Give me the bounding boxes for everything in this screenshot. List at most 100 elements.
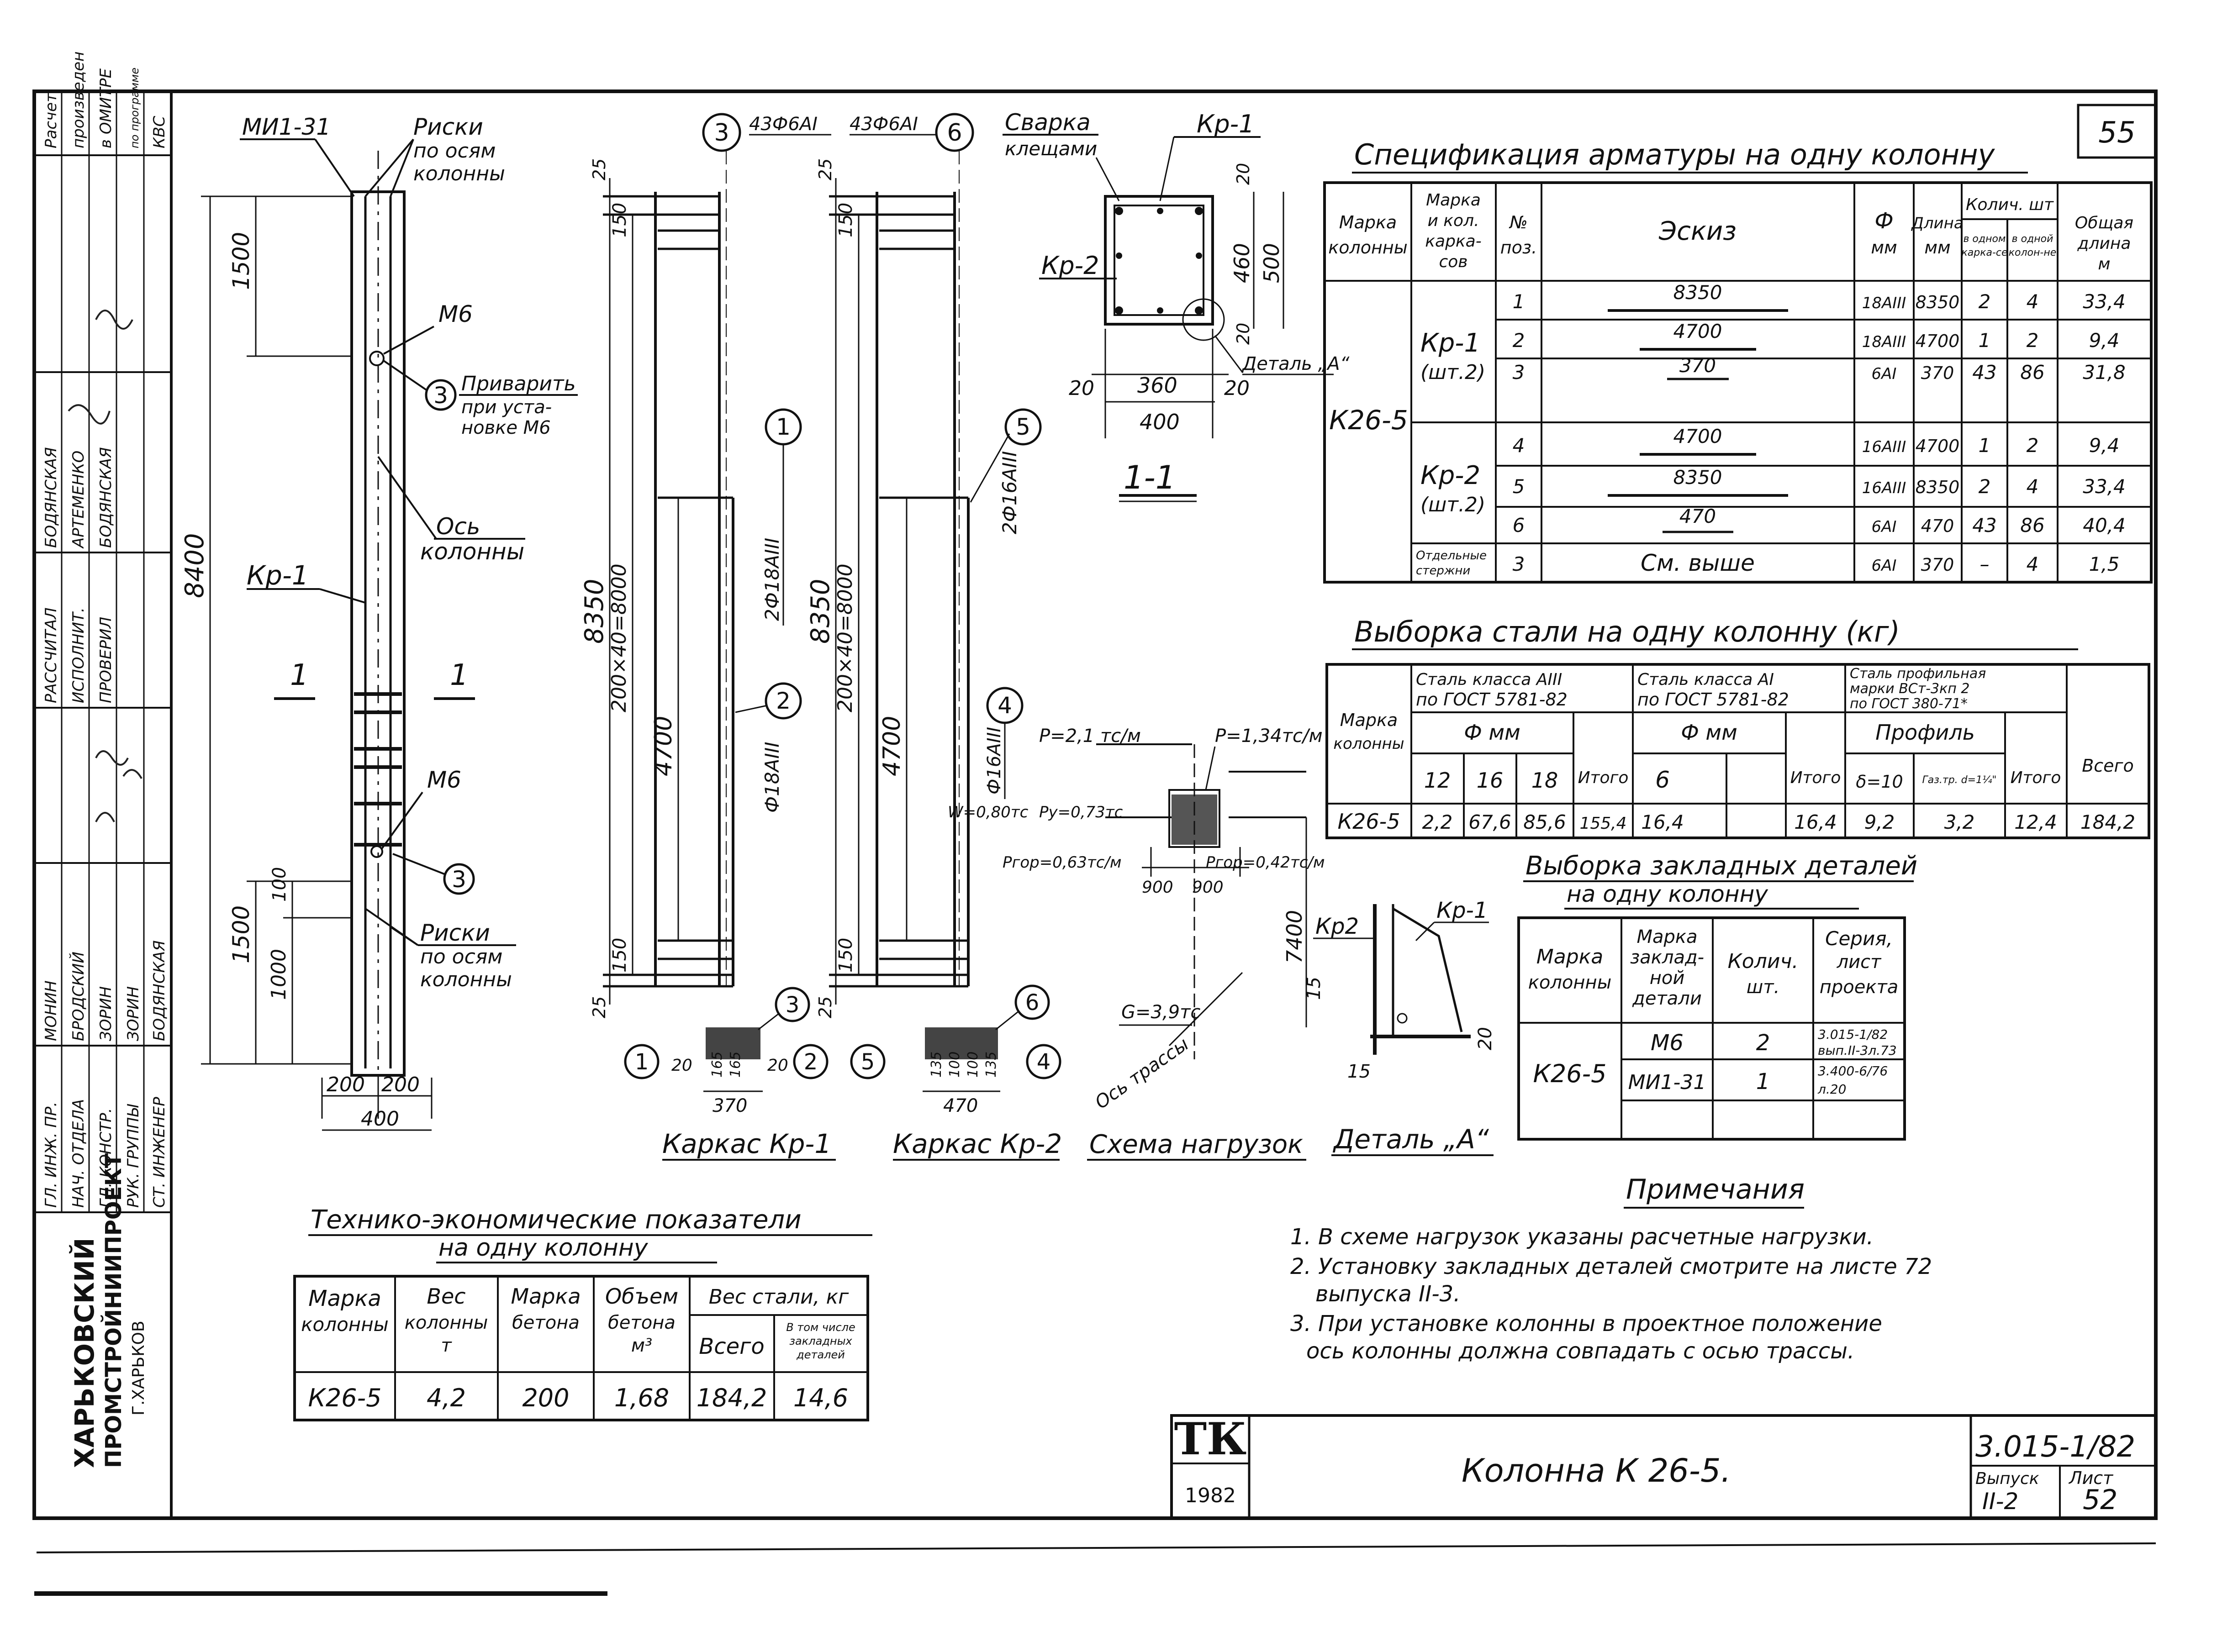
svg-text:Схема нагрузок: Схема нагрузок <box>1089 1130 1303 1159</box>
tk-logo: ТК <box>1174 1413 1247 1465</box>
svg-text:т: т <box>441 1335 452 1356</box>
svg-text:360: 360 <box>1137 373 1177 398</box>
company-name: ХАРЬКОВСКИЙ ПРОМСТРОЙНИИПРОЕКТ Г.ХАРЬКОВ <box>69 1153 148 1468</box>
svg-text:Ф18АIII: Ф18АIII <box>761 742 783 813</box>
svg-text:4700: 4700 <box>878 716 906 776</box>
svg-text:25: 25 <box>815 158 835 180</box>
spec-row: 3 370 6АI 370 43 86 31,8 <box>1513 354 2126 384</box>
svg-text:δ=10: δ=10 <box>1856 772 1903 792</box>
svg-text:в ОМИТРЕ: в ОМИТРЕ <box>97 68 115 148</box>
svg-text:2Ф16АIII: 2Ф16АIII <box>998 451 1021 534</box>
svg-text:86: 86 <box>2020 361 2044 384</box>
svg-text:6: 6 <box>1025 990 1040 1015</box>
svg-text:2: 2 <box>1979 475 1991 498</box>
svg-text:2Ф18АIII: 2Ф18АIII <box>761 538 783 621</box>
svg-text:8350: 8350 <box>580 579 609 644</box>
svg-text:М6: М6 <box>1651 1030 1684 1056</box>
svg-text:135: 135 <box>929 1052 945 1078</box>
svg-text:Ф мм: Ф мм <box>1681 720 1737 745</box>
spec-group-kr1: Кр-1 (шт.2) 1 8350 18АIII 8350 2 4 33,4 … <box>1420 281 2126 384</box>
svg-text:200×40=8000: 200×40=8000 <box>834 563 857 712</box>
svg-text:Марка: Марка <box>308 1286 381 1311</box>
svg-text:4: 4 <box>2027 553 2039 575</box>
svg-text:Ось: Ось <box>436 513 480 540</box>
svg-text:3: 3 <box>1513 553 1525 575</box>
mi1-31-label: МИ1-31 <box>242 114 331 140</box>
svg-text:4: 4 <box>1037 1049 1051 1075</box>
svg-text:200×40=8000: 200×40=8000 <box>607 563 631 712</box>
svg-text:Марка: Марка <box>1636 926 1697 947</box>
svg-text:Расчет: Расчет <box>42 93 60 148</box>
svg-text:1,68: 1,68 <box>614 1384 669 1412</box>
svg-text:4,2: 4,2 <box>427 1384 466 1412</box>
spec-row-separate: Отдельные стержни 3 См. выше 6АI 370 – 4… <box>1416 549 2119 578</box>
embed-row: М6 2 3.015-1/82 вып.II-3л.73 <box>1651 1027 1897 1058</box>
svg-text:Вес стали, кг: Вес стали, кг <box>709 1285 849 1309</box>
svg-text:85,6: 85,6 <box>1523 811 1566 833</box>
svg-text:52: 52 <box>2083 1484 2117 1516</box>
svg-text:6: 6 <box>1513 514 1525 537</box>
svg-text:СТ. ИНЖЕНЕР: СТ. ИНЖЕНЕР <box>150 1097 169 1208</box>
svg-text:Серия,: Серия, <box>1825 927 1893 950</box>
svg-text:стержни: стержни <box>1416 564 1470 578</box>
spec-table: Спецификация арматуры на одну колонну Ма… <box>1323 138 2153 584</box>
svg-text:25: 25 <box>589 158 609 180</box>
svg-text:в одном: в одном <box>1963 233 2006 245</box>
svg-text:6: 6 <box>947 119 962 147</box>
svg-text:на одну колонну: на одну колонну <box>1567 881 1768 907</box>
svg-text:Выпуск: Выпуск <box>1975 1469 2039 1488</box>
svg-text:заклад-: заклад- <box>1630 947 1704 968</box>
svg-text:Всего: Всего <box>699 1334 764 1359</box>
svg-text:2: 2 <box>1756 1030 1770 1056</box>
callout-3-top <box>425 379 457 411</box>
svg-text:Кр-2: Кр-2 <box>1041 251 1099 280</box>
svg-text:1,5: 1,5 <box>2089 553 2120 575</box>
svg-text:3: 3 <box>433 382 448 409</box>
svg-text:вып.II-3л.73: вып.II-3л.73 <box>1818 1043 1897 1058</box>
svg-text:4700: 4700 <box>1673 320 1722 342</box>
svg-text:40,4: 40,4 <box>2083 514 2126 537</box>
kr1-section: 3 1 2 20 165 165 20 370 <box>624 987 829 1116</box>
steel-table: Выборка стали на одну колонну (кг) Марка… <box>1325 615 2150 839</box>
svg-text:деталей: деталей <box>796 1348 845 1361</box>
svg-text:колонны: колонны <box>420 968 512 991</box>
kr1-frame: 25 150 8350 200×40=8000 4700 150 25 3 43… <box>580 113 836 1161</box>
svg-text:14,6: 14,6 <box>793 1384 848 1412</box>
svg-text:Объем: Объем <box>605 1284 678 1309</box>
embed-table: Выборка закладных деталей на одну колонн… <box>1517 851 1917 1141</box>
svg-text:16,4: 16,4 <box>1641 811 1684 833</box>
svg-text:Pгор=0,42тс/м: Pгор=0,42тс/м <box>1206 853 1325 872</box>
tep-table: Технико-экономические показатели на одну… <box>293 1205 872 1421</box>
svg-text:8350: 8350 <box>1916 292 1960 312</box>
svg-text:ГЛ. КОНСТР.: ГЛ. КОНСТР. <box>97 1108 115 1208</box>
svg-text:4700: 4700 <box>1673 425 1722 447</box>
svg-text:мм: мм <box>1871 237 1897 258</box>
svg-text:4700: 4700 <box>650 716 677 776</box>
svg-text:1500: 1500 <box>228 232 254 290</box>
steel-title: Выборка стали на одну колонну (кг) <box>1354 615 1900 648</box>
svg-text:Длина: Длина <box>1911 214 1963 232</box>
svg-text:Профиль: Профиль <box>1875 720 1975 745</box>
svg-text:16: 16 <box>1477 768 1504 793</box>
sheet-number-top: 55 <box>2098 116 2135 150</box>
stamp-names-a: МОНИН БРОДСКИЙ ЗОРИН ЗОРИН БОДЯНСКАЯ ГЛ.… <box>42 940 169 1208</box>
svg-text:1000: 1000 <box>267 949 290 1000</box>
svg-text:15: 15 <box>1304 977 1325 1000</box>
svg-text:100: 100 <box>947 1052 963 1078</box>
svg-text:Кр2: Кр2 <box>1315 914 1359 939</box>
svg-text:при уста-: при уста- <box>461 397 552 418</box>
spec-column-mark: К26-5 <box>1329 405 1408 436</box>
svg-text:43Ф6АI: 43Ф6АI <box>749 114 818 135</box>
signature-marks <box>68 310 143 822</box>
svg-text:184,2: 184,2 <box>697 1384 767 1412</box>
svg-text:150: 150 <box>835 938 856 973</box>
svg-text:1: 1 <box>1979 434 1991 457</box>
svg-text:Марка: Марка <box>1339 212 1397 232</box>
svg-text:1500: 1500 <box>228 905 254 963</box>
svg-text:м³: м³ <box>631 1335 652 1356</box>
svg-text:(шт.2): (шт.2) <box>1420 361 1485 384</box>
svg-text:ЗОРИН: ЗОРИН <box>124 986 143 1041</box>
svg-text:1-1: 1-1 <box>1124 459 1176 496</box>
svg-text:Каркас Кр-1: Каркас Кр-1 <box>662 1128 831 1159</box>
